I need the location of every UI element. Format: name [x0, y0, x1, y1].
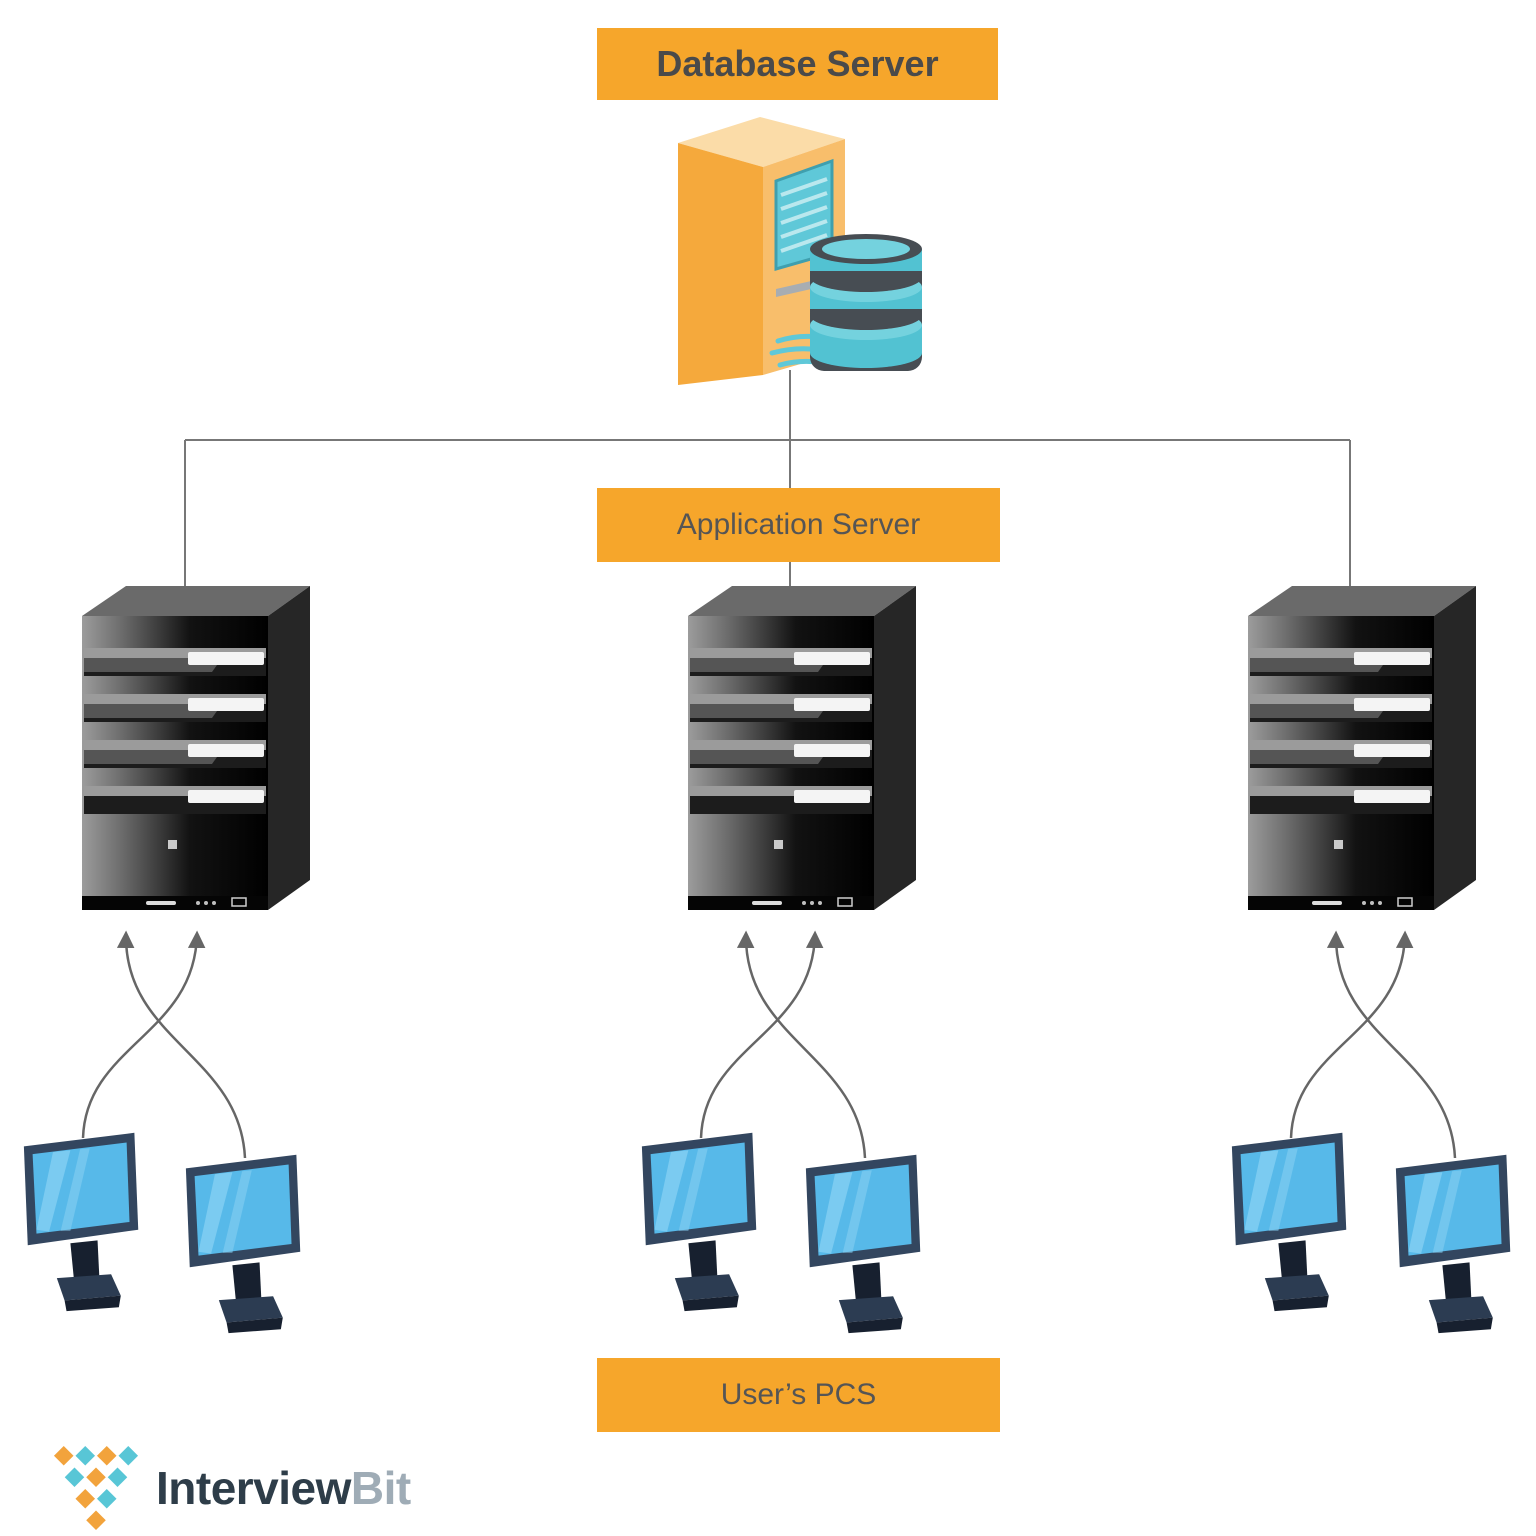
logo-wordmark: InterviewBit	[156, 1461, 411, 1515]
user-pc-icon-5	[1231, 1132, 1347, 1312]
database-server-label: Database Server	[656, 43, 939, 84]
database-server-banner: Database Server	[597, 28, 998, 100]
database-to-app-server-links	[184, 370, 1351, 600]
application-server-banner: Application Server	[597, 488, 1000, 562]
application-server-rack-icon-middle	[687, 585, 917, 911]
database-cylinders	[810, 234, 922, 371]
users-pcs-label: User’s PCS	[720, 1378, 877, 1411]
user-pc-icon-2	[185, 1154, 301, 1334]
diamond-mosaic-icon	[53, 1445, 139, 1531]
application-server-rack-icon-right	[1247, 585, 1477, 911]
database-server-icon	[678, 117, 922, 385]
pc-to-server-arrows-middle	[699, 930, 867, 1159]
pc-to-server-arrows-left	[81, 930, 247, 1159]
interviewbit-logo: InterviewBit	[52, 1444, 411, 1532]
user-pc-icon-3	[641, 1132, 757, 1312]
pc-to-server-arrows-right	[1289, 930, 1457, 1159]
user-pc-icon-1	[23, 1132, 139, 1312]
application-server-rack-icon-left	[81, 585, 311, 911]
user-pc-icon-4	[805, 1154, 921, 1334]
logo-text-bit: Bit	[350, 1462, 411, 1514]
server-tower	[678, 117, 845, 385]
application-server-label: Application Server	[676, 508, 921, 541]
user-pc-icon-6	[1395, 1154, 1511, 1334]
users-pcs-banner: User’s PCS	[597, 1358, 1000, 1432]
logo-text-interview: Interview	[156, 1462, 351, 1514]
